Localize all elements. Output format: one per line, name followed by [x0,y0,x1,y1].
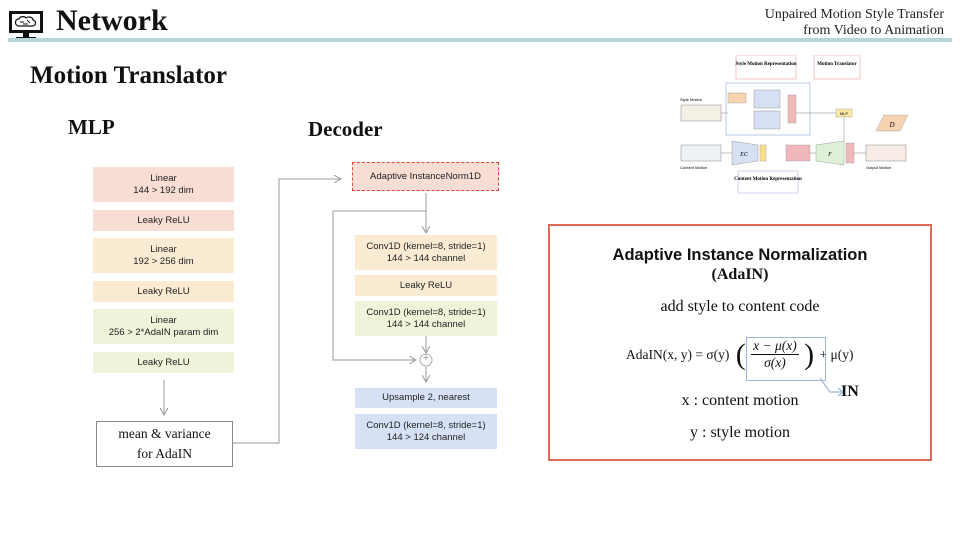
mlp-leaky-relu-2: Leaky ReLU [93,281,234,302]
adain-title: Adaptive Instance Normalization [612,246,868,264]
thumb-content-input: Content Motion [680,165,707,170]
thumb-mlp: MLP [840,111,849,116]
block-detail: 144 > 144 channel [386,318,466,330]
mlp-linear-1: Linear 144 > 192 dim [93,167,234,202]
in-label: IN [841,383,859,400]
thumb-ec: EC [739,152,749,158]
decoder-conv-2: Conv1D (kernel=8, stride=1) 144 > 144 ch… [355,301,497,336]
block-label: Adaptive InstanceNorm1D [370,170,481,182]
paper-title: Unpaired Motion Style Transfer from Vide… [765,7,944,39]
block-detail: 144 > 144 channel [386,252,466,264]
block-label: Leaky ReLU [137,214,190,226]
output-line1: mean & variance [118,426,211,441]
thumb-d: D [888,121,894,129]
paper-title-line2: from Video to Animation [803,23,944,38]
block-label: Conv1D (kernel=8, stride=1) [366,419,486,431]
mlp-linear-3: Linear 256 > 2*AdaIN param dim [93,309,234,344]
page-title: Network [56,4,168,37]
block-detail: 192 > 256 dim [133,255,194,267]
sum-node [419,353,433,367]
section-title: Motion Translator [30,62,227,89]
header-divider [8,38,952,42]
block-label: Linear [150,243,177,255]
formula-denominator: σ(x) [764,355,786,370]
in-pointer-arrow-icon [819,377,844,397]
formula-numerator: x − μ(x) [751,338,799,355]
thumb-output: Output Motion [866,165,891,170]
formula-open-paren: ( [735,337,746,371]
formula-close-paren: ) [804,337,815,371]
adain-formula: AdaIN(x, y) = σ(y) ( x − μ(x) σ(x) ) + μ… [626,338,853,371]
block-label: Conv1D (kernel=8, stride=1) [366,240,486,252]
adain-param-arrow [232,179,340,444]
adain-subtitle: add style to content code [660,298,820,315]
thumb-style-input: Style Motion [680,97,702,102]
decoder-title: Decoder [308,117,383,141]
architecture-thumbnail: Style Motion Representation Motion Trans… [680,55,909,194]
formula-rhs: + μ(y) [819,346,854,362]
decoder-leaky-relu: Leaky ReLU [355,275,497,296]
output-line2: for AdaIN [136,446,193,461]
block-label: Leaky ReLU [137,285,190,297]
brain-monitor-logo-icon [9,11,43,40]
block-detail: 144 > 124 channel [386,431,466,443]
decoder-upsample: Upsample 2, nearest [355,388,497,408]
paper-title-line1: Unpaired Motion Style Transfer [764,7,944,22]
x-description: x : content motion [681,392,799,409]
block-label: Linear [150,172,177,184]
block-detail: 144 > 192 dim [133,184,194,196]
thumb-translator-header: Motion Translator [817,62,857,67]
decoder-conv-1: Conv1D (kernel=8, stride=1) 144 > 144 ch… [355,235,497,270]
block-label: Upsample 2, nearest [382,392,470,403]
mlp-leaky-relu-3: Leaky ReLU [93,352,234,373]
block-label: Linear [150,314,177,326]
block-label: Leaky ReLU [399,279,453,291]
mean-variance-output: mean & variance for AdaIN [96,421,233,467]
thumb-content-header: Content Motion Representation [734,177,802,182]
adain-panel: Adaptive Instance Normalization (AdaIN) … [548,224,932,461]
skip-connection [332,210,426,360]
decoder-conv-3: Conv1D (kernel=8, stride=1) 144 > 124 ch… [355,414,497,449]
y-description: y : style motion [690,424,790,441]
decoder-adain-block: Adaptive InstanceNorm1D [352,162,499,191]
in-highlight-box [746,337,826,381]
thumb-style-header: Style Motion Representation [735,62,796,67]
mlp-leaky-relu-1: Leaky ReLU [93,210,234,231]
formula-lhs: AdaIN(x, y) = σ(y) [626,346,730,362]
thumb-f: F [827,152,832,158]
mlp-title: MLP [68,115,115,139]
block-label: Leaky ReLU [137,356,190,368]
formula-fraction: x − μ(x) σ(x) [751,338,799,371]
block-label: Conv1D (kernel=8, stride=1) [366,306,486,318]
adain-abbr: (AdaIN) [711,266,769,283]
block-detail: 256 > 2*AdaIN param dim [108,326,219,338]
mlp-linear-2: Linear 192 > 256 dim [93,238,234,273]
sum-symbol: + [422,352,430,364]
